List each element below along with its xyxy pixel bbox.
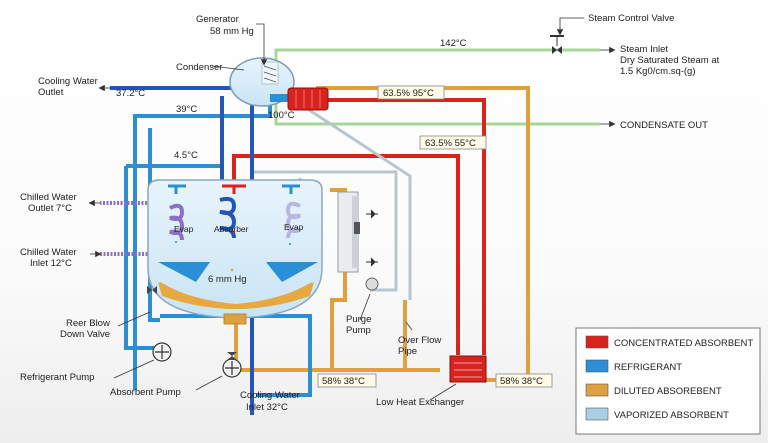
condenser-drum bbox=[229, 57, 295, 107]
over-flow-label2: Pipe bbox=[398, 346, 417, 357]
low-heat-exchanger-label: Low Heat Exchanger bbox=[376, 397, 464, 408]
purge-unit bbox=[337, 191, 379, 291]
cw-outlet-temp: 37.2°C bbox=[116, 88, 145, 99]
temp-39: 39°C bbox=[176, 104, 197, 115]
steam-inlet-label: Steam Inlet bbox=[620, 44, 668, 55]
condensate-out-label: CONDENSATE OUT bbox=[620, 120, 708, 131]
steam-inlet-line2: Dry Saturated Steam at bbox=[620, 55, 720, 66]
temp-4-5: 4.5°C bbox=[174, 150, 198, 161]
steam-control-valve-label: Steam Control Valve bbox=[588, 13, 674, 24]
temp-box-4 bbox=[495, 373, 553, 388]
reer-blow-label2: Down Valve bbox=[60, 329, 110, 340]
legend-swatch bbox=[585, 359, 609, 373]
absorber-label: Absorber bbox=[214, 224, 249, 234]
concentrated-absorbent-pipe bbox=[232, 98, 486, 355]
temp-box-3-text: 58% 38°C bbox=[322, 376, 365, 387]
leader-lines bbox=[88, 17, 616, 401]
condenser-label: Condenser bbox=[176, 62, 222, 73]
temp-box-4-text: 58% 38°C bbox=[500, 376, 543, 387]
temp-box-2-text: 63.5% 55°C bbox=[425, 138, 476, 149]
refrigerant-pump-label: Refrigerant Pump bbox=[20, 372, 94, 383]
absorbent-pump-icon[interactable] bbox=[222, 358, 242, 378]
cooling-water-inlet-label2: Inlet 32°C bbox=[246, 402, 288, 413]
steam-temp: 142°C bbox=[440, 38, 467, 49]
absorbent-pump-label: Absorbent Pump bbox=[110, 387, 181, 398]
absorber-pressure: 6 mm Hg bbox=[208, 274, 247, 285]
purge-pump-label: Purge bbox=[346, 314, 371, 325]
legend-swatch bbox=[585, 383, 609, 397]
legend-label: VAPORIZED ABSORBENT bbox=[614, 410, 729, 421]
chilled-water-outlet-label2: Outlet 7°C bbox=[28, 203, 72, 214]
absorbent-valve-icon[interactable] bbox=[227, 352, 237, 360]
legend-label: REFRIGERANT bbox=[614, 362, 682, 373]
cooling-water-inlet-label: Cooling Water bbox=[240, 390, 300, 401]
evap-right-label: Evap bbox=[284, 222, 304, 232]
legend-swatch bbox=[585, 335, 609, 349]
steam-inlet-line3: 1.5 Kg0/cm.sq-(g) bbox=[620, 66, 696, 77]
temp-box-1 bbox=[377, 85, 445, 100]
generator-pressure: 58 mm Hg bbox=[210, 26, 254, 37]
shell-sump bbox=[223, 313, 247, 325]
steam-control-valve-icon[interactable] bbox=[550, 35, 564, 54]
evaporator-absorber-shell bbox=[147, 179, 323, 319]
over-flow-label: Over Flow bbox=[398, 335, 441, 346]
reer-blow-label: Reer Blow bbox=[66, 318, 110, 329]
chilled-water-outlet-label: Chilled Water bbox=[20, 192, 77, 203]
legend-label: DILUTED ABSOREBENT bbox=[614, 386, 722, 397]
evap-left-label: Evap bbox=[174, 224, 194, 234]
cooling-water-outlet-label2: Outlet bbox=[38, 87, 64, 98]
low-heat-exchanger bbox=[449, 355, 487, 383]
reer-blow-valve-icon[interactable] bbox=[147, 286, 157, 294]
generator-label: Generator bbox=[196, 14, 239, 25]
temp-box-1-text: 63.5% 95°C bbox=[383, 88, 434, 99]
refrigerant-pump-icon[interactable] bbox=[152, 342, 172, 362]
temp-box-2 bbox=[419, 135, 487, 150]
cooling-water-outlet-label: Cooling Water bbox=[38, 76, 98, 87]
generator-heater bbox=[287, 87, 329, 111]
legend-label: CONCENTRATED ABSORBENT bbox=[614, 338, 753, 349]
temp-box-3 bbox=[317, 373, 377, 388]
legend: CONCENTRATED ABSORBENT REFRIGERANT DILUTED… bbox=[575, 327, 761, 435]
chilled-water-inlet-label2: Inlet 12°C bbox=[30, 258, 72, 269]
temp-100: 100°C bbox=[268, 110, 295, 121]
legend-swatch bbox=[585, 407, 609, 421]
purge-pump-label2: Pump bbox=[346, 325, 371, 336]
chilled-water-inlet-label: Chilled Water bbox=[20, 247, 77, 258]
